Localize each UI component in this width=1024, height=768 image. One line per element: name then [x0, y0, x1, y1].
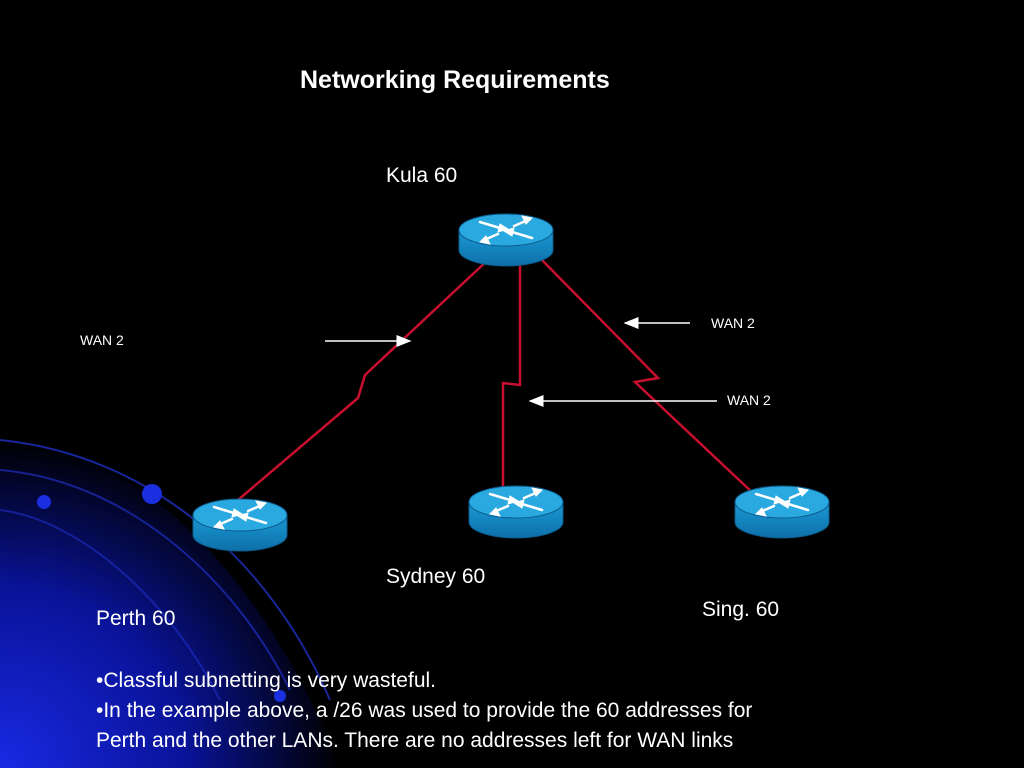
node-label-sydney: Sydney 60: [386, 565, 486, 588]
router-icon: [734, 485, 830, 539]
router-icon: [468, 485, 564, 539]
bullet-item: Perth and the other LANs. There are no a…: [96, 729, 734, 752]
router-icon: [192, 498, 288, 552]
node-label-kula: Kula 60: [386, 164, 458, 187]
node-label-perth: Perth 60: [96, 607, 176, 630]
background-swirl: [0, 439, 340, 768]
node-label-sing: Sing. 60: [702, 598, 780, 621]
wan-links: [237, 257, 756, 501]
bullet-item: •Classful subnetting is very wasteful.: [96, 669, 436, 692]
bullet-item: •In the example above, a /26 was used to…: [96, 699, 753, 722]
wan-label-sydney: WAN 2: [727, 392, 771, 408]
link-kula-sydney: [501, 262, 522, 493]
wan-label-sing: WAN 2: [711, 315, 755, 331]
link-kula-perth: [237, 257, 491, 501]
wan-arrows: [325, 317, 717, 407]
bullet-list: •Classful subnetting is very wasteful. •…: [96, 666, 976, 756]
wan-label-perth: WAN 2: [80, 332, 124, 348]
router-icon: [458, 213, 554, 267]
slide-title: Networking Requirements: [300, 66, 610, 94]
link-kula-sing: [539, 257, 756, 496]
